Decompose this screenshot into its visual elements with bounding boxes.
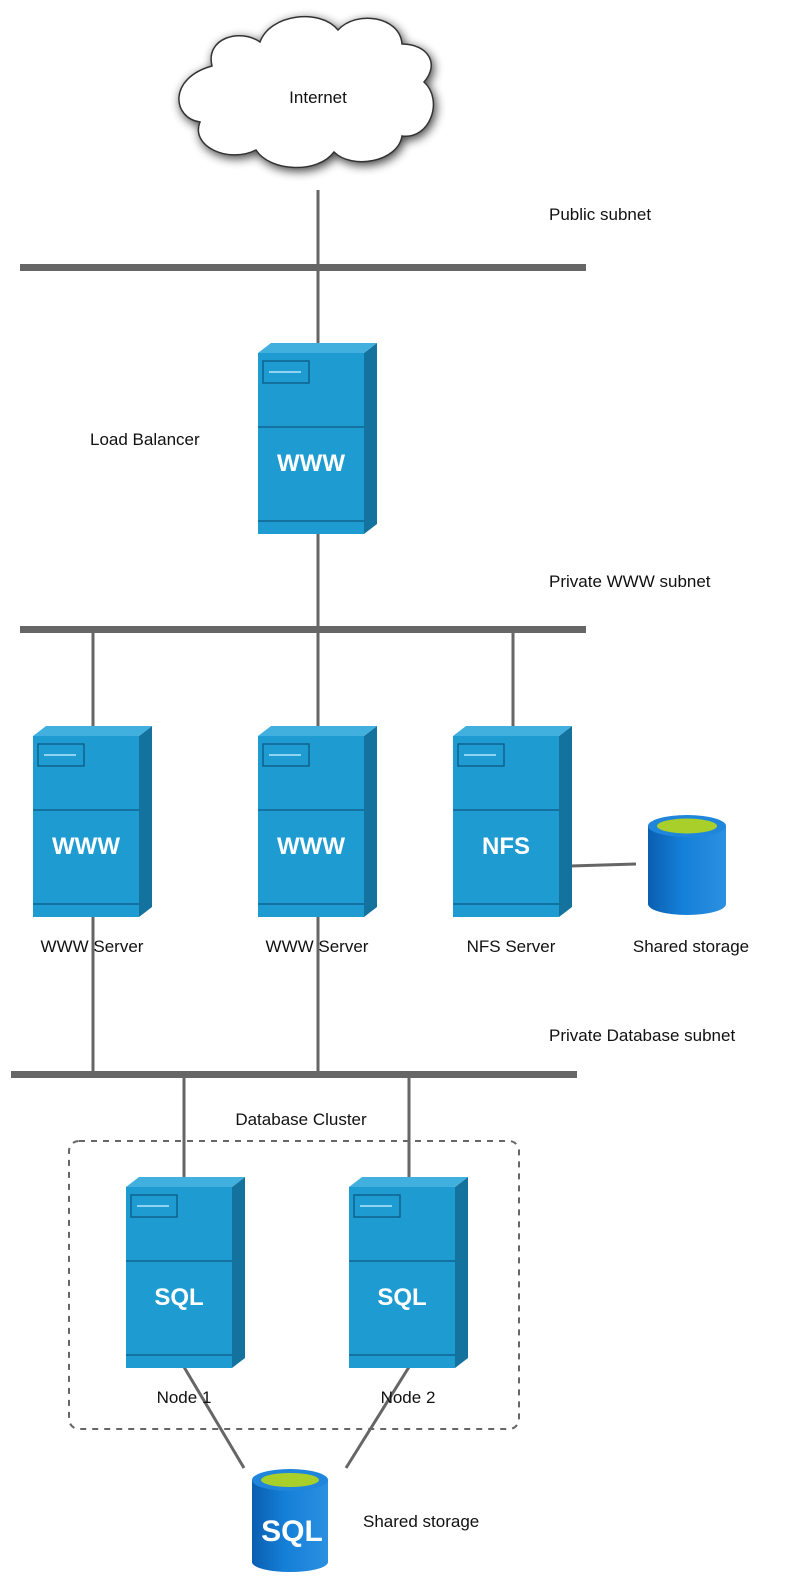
cloud-icon — [178, 16, 435, 169]
public-subnet-bus — [20, 264, 586, 271]
sql-storage-cylinder-icon — [252, 1469, 328, 1572]
shared-storage-top-caption: Shared storage — [633, 937, 749, 956]
public-subnet-label: Public subnet — [549, 205, 651, 224]
shared-storage-bottom-caption: Shared storage — [363, 1512, 479, 1531]
internet-cloud: Internet — [178, 16, 435, 169]
sql-node-2: SQL — [349, 1177, 468, 1368]
private-database-subnet-bus — [11, 1071, 577, 1078]
server-badge: WWW — [277, 833, 345, 860]
private-www-subnet-bus — [20, 626, 586, 633]
server-icon — [33, 726, 152, 917]
www-server-1: WWW — [33, 726, 152, 917]
internet-label: Internet — [289, 88, 347, 107]
www-server-2-caption: WWW Server — [266, 937, 369, 956]
nfs-server-caption: NFS Server — [467, 937, 556, 956]
sql-storage-badge: SQL — [261, 1515, 323, 1548]
private-database-subnet-label: Private Database subnet — [549, 1026, 735, 1045]
server-badge: NFS — [482, 833, 530, 860]
link-node-1-to-shared-storage — [182, 1366, 246, 1469]
server-badge: WWW — [52, 833, 120, 860]
www-server-1-caption: WWW Server — [41, 937, 144, 956]
connections — [91, 190, 637, 1469]
sql-node-1: SQL — [126, 1177, 245, 1368]
private-www-subnet-label: Private WWW subnet — [549, 572, 711, 591]
shared-storage-top — [648, 815, 726, 915]
server-icon — [258, 343, 377, 534]
server-icon — [453, 726, 572, 917]
www-server-2: WWW — [258, 726, 377, 917]
server-badge: SQL — [377, 1284, 426, 1311]
load-balancer-server: WWW — [258, 343, 377, 534]
storage-cylinder-icon — [648, 815, 726, 915]
nfs-server: NFS — [453, 726, 572, 917]
server-icon — [126, 1177, 245, 1368]
load-balancer-caption: Load Balancer — [90, 430, 200, 449]
database-cluster-title: Database Cluster — [235, 1110, 367, 1129]
node-2-caption: Node 2 — [381, 1388, 436, 1407]
server-icon — [349, 1177, 468, 1368]
server-badge: SQL — [154, 1284, 203, 1311]
node-1-caption: Node 1 — [157, 1388, 212, 1407]
shared-storage-bottom: SQL — [252, 1469, 328, 1572]
server-badge: WWW — [277, 450, 345, 477]
server-icon — [258, 726, 377, 917]
database-cluster-boundary — [68, 1140, 520, 1430]
link-node-2-to-shared-storage — [344, 1366, 411, 1469]
link-nfs-to-shared-storage — [569, 862, 637, 868]
